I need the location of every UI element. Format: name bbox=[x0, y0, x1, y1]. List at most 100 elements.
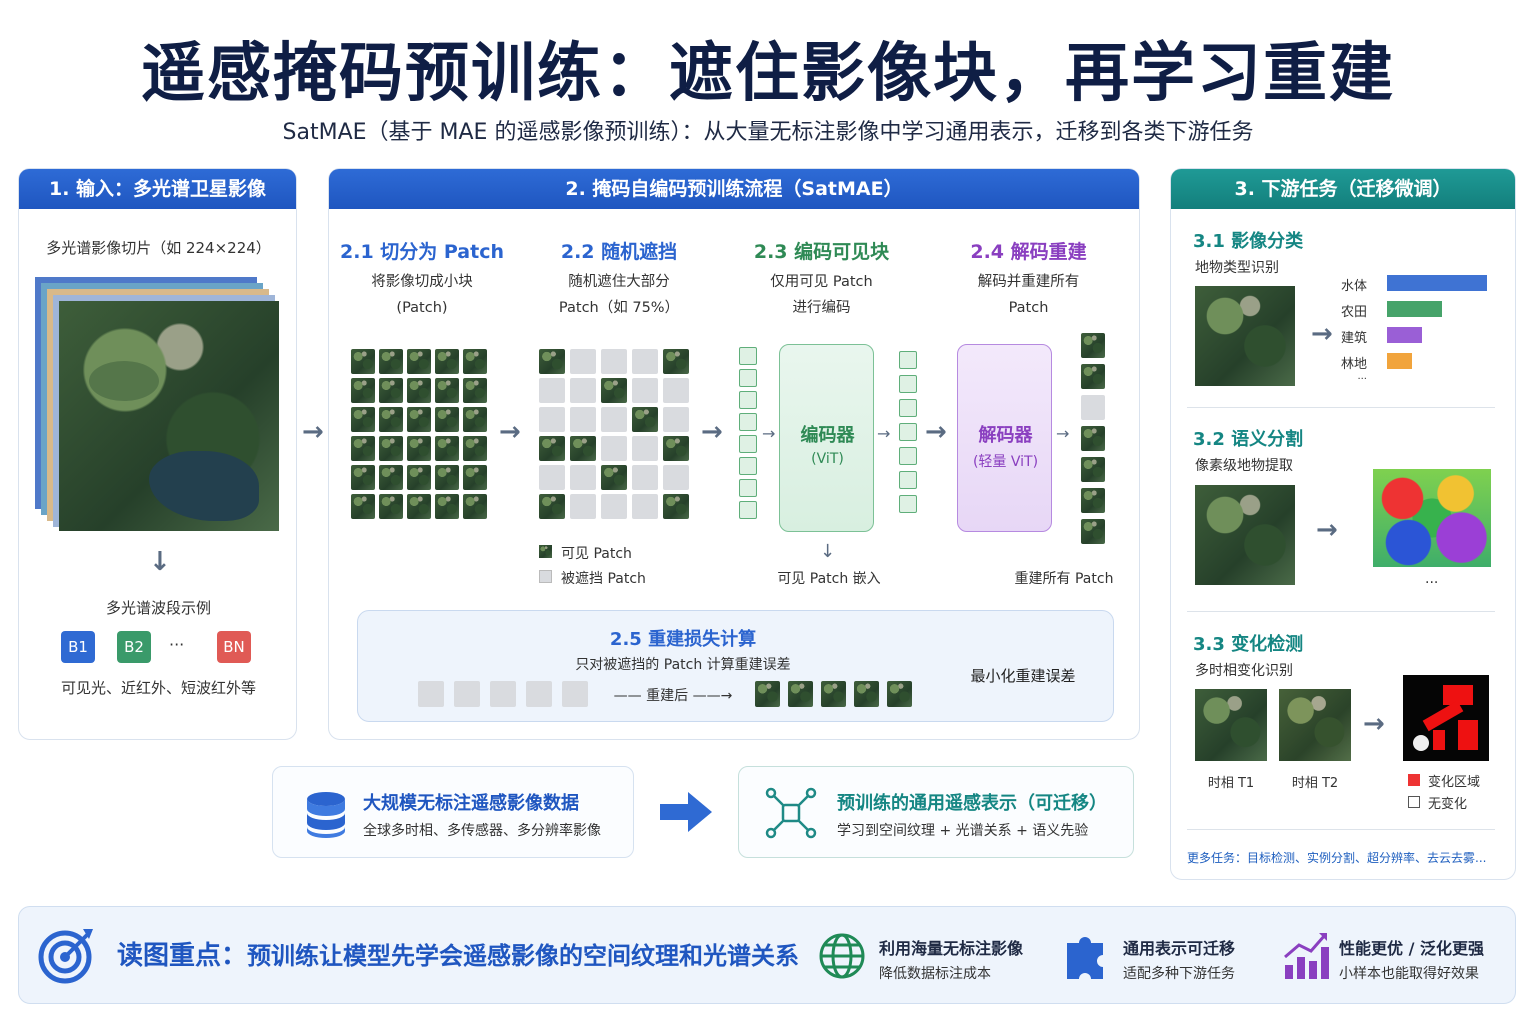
patch-tile bbox=[407, 436, 431, 461]
visible-patch-tile bbox=[570, 436, 596, 461]
patch-tile bbox=[407, 349, 431, 374]
reconstructed-patch-tile bbox=[1081, 395, 1105, 420]
masked-patch-tile bbox=[663, 407, 689, 432]
footer-item-3-title: 性能更优 / 泛化更强 bbox=[1339, 939, 1484, 958]
key-point: 读图重点：预训练让模型先学会遥感影像的空间纹理和光谱关系 bbox=[117, 935, 799, 972]
band-b1: B1 bbox=[61, 631, 95, 663]
encoded-token bbox=[899, 399, 917, 417]
reconstructed-patch-tile bbox=[1081, 364, 1105, 389]
growth-chart-icon bbox=[1284, 933, 1329, 979]
patch-grid bbox=[351, 349, 491, 521]
changed-swatch bbox=[1408, 774, 1420, 786]
patch-tile bbox=[379, 378, 403, 403]
reconstructed-patch-tile bbox=[788, 681, 813, 707]
patch-tile bbox=[351, 494, 375, 519]
patch-tile bbox=[351, 465, 375, 490]
repr-title: 预训练的通用遥感表示（可迁移） bbox=[837, 793, 1107, 814]
seg-more: ··· bbox=[1425, 575, 1439, 591]
patch-tile bbox=[435, 494, 459, 519]
reconstructed-patch-tile bbox=[821, 681, 846, 707]
masked-patch-tile bbox=[539, 407, 565, 432]
patch-tile bbox=[407, 407, 431, 432]
encoder-name: 编码器 bbox=[800, 425, 855, 446]
masked-patch-tile bbox=[539, 465, 565, 490]
decoder-sub: (轻量 ViT) bbox=[972, 454, 1039, 470]
masked-patch-row bbox=[418, 681, 598, 707]
masked-patch-tile bbox=[526, 681, 552, 707]
arrow-right-icon: → bbox=[1311, 319, 1333, 349]
masked-patch-tile bbox=[570, 465, 596, 490]
patch-tile bbox=[351, 378, 375, 403]
divider bbox=[1187, 407, 1495, 408]
masked-patch-tile bbox=[663, 378, 689, 403]
legend-visible-swatch bbox=[539, 545, 552, 558]
recon-label: 重建所有 Patch bbox=[1014, 571, 1114, 587]
masked-patch-tile bbox=[632, 378, 658, 403]
page-subtitle: SatMAE（基于 MAE 的遥感影像预训练）：从大量无标注影像中学习通用表示，… bbox=[282, 120, 1254, 145]
patch-tile bbox=[379, 349, 403, 374]
cls-bar-farmland bbox=[1387, 301, 1442, 317]
visible-token bbox=[739, 501, 757, 519]
pretrain-panel: 2. 掩码自编码预训练流程（SatMAE） 2.1 切分为 Patch 将影像切… bbox=[328, 168, 1140, 740]
cd-t2-label: 时相 T2 bbox=[1291, 776, 1339, 791]
reconstructed-patch-tile bbox=[1081, 488, 1105, 513]
patch-tile bbox=[435, 407, 459, 432]
cls-bar-water bbox=[1387, 275, 1487, 291]
patch-tile bbox=[435, 349, 459, 374]
satellite-image bbox=[59, 301, 279, 531]
patch-tile bbox=[463, 465, 487, 490]
key-text: 预训练让模型先学会遥感影像的空间纹理和光谱关系 bbox=[247, 942, 800, 970]
bands-desc: 可见光、近红外、短波红外等 bbox=[60, 679, 256, 697]
step-2-1-desc2: (Patch) bbox=[396, 300, 448, 316]
representation-box: 预训练的通用遥感表示（可迁移） 学习到空间纹理 + 光谱关系 + 语义先验 bbox=[738, 766, 1134, 858]
arrow-right-icon: → bbox=[499, 417, 521, 447]
cd-changed-label: 变化区域 bbox=[1428, 775, 1481, 790]
visible-token bbox=[739, 347, 757, 365]
visible-token bbox=[739, 457, 757, 475]
patch-tile bbox=[435, 465, 459, 490]
big-arrow-right-icon bbox=[660, 792, 712, 832]
patch-tile bbox=[407, 494, 431, 519]
reconstructed-patch-tile bbox=[854, 681, 879, 707]
masked-patch-tile bbox=[562, 681, 588, 707]
change-map bbox=[1403, 675, 1489, 761]
legend-masked-swatch bbox=[539, 570, 552, 583]
patch-tile bbox=[407, 465, 431, 490]
arrow-right-icon: → bbox=[302, 417, 324, 447]
reconstructed-patch-tile bbox=[1081, 426, 1105, 451]
dataset-box: 大规模无标注遥感影像数据 全球多时相、多传感器、多分辨率影像 bbox=[272, 766, 634, 858]
patch-tile bbox=[463, 378, 487, 403]
footer-bar: 读图重点：预训练让模型先学会遥感影像的空间纹理和光谱关系 利用海量无标注影像 降… bbox=[18, 906, 1516, 1004]
dataset-title: 大规模无标注遥感影像数据 bbox=[363, 793, 579, 814]
cls-label-forest: 林地 bbox=[1340, 357, 1367, 372]
repr-desc: 学习到空间纹理 + 光谱关系 + 语义先验 bbox=[837, 823, 1089, 839]
encoder-sub: (ViT) bbox=[811, 451, 844, 467]
step-2-4-desc1: 解码并重建所有 bbox=[977, 274, 1080, 290]
encoded-token bbox=[899, 375, 917, 393]
cls-label-ellipsis: ··· bbox=[1357, 374, 1367, 385]
patch-tile bbox=[463, 349, 487, 374]
down-arrow-icon: ↓ bbox=[149, 547, 171, 577]
cls-label-building: 建筑 bbox=[1340, 331, 1367, 346]
reconstructed-patch-tile bbox=[755, 681, 780, 707]
visible-patch-tile bbox=[601, 378, 627, 403]
patch-tile bbox=[435, 436, 459, 461]
dataset-desc: 全球多时相、多传感器、多分辨率影像 bbox=[363, 823, 601, 839]
band-ellipsis: ··· bbox=[169, 635, 185, 654]
network-icon bbox=[765, 787, 817, 839]
globe-icon bbox=[819, 933, 865, 979]
unchanged-swatch bbox=[1408, 796, 1420, 808]
masked-patch-tile bbox=[601, 494, 627, 519]
patch-tile bbox=[351, 436, 375, 461]
masked-patch-tile bbox=[632, 349, 658, 374]
puzzle-icon bbox=[1067, 937, 1103, 979]
footer-item-1-title: 利用海量无标注影像 bbox=[879, 939, 1024, 958]
footer-item-2-title: 通用表示可迁移 bbox=[1123, 939, 1236, 958]
visible-patch-tile bbox=[663, 436, 689, 461]
patch-tile bbox=[379, 407, 403, 432]
masked-patch-tile bbox=[570, 349, 596, 374]
cls-label-farmland: 农田 bbox=[1340, 305, 1367, 320]
masked-patch-tile bbox=[418, 681, 444, 707]
step-2-3-desc2: 进行编码 bbox=[792, 300, 851, 316]
masked-patch-tile bbox=[570, 407, 596, 432]
